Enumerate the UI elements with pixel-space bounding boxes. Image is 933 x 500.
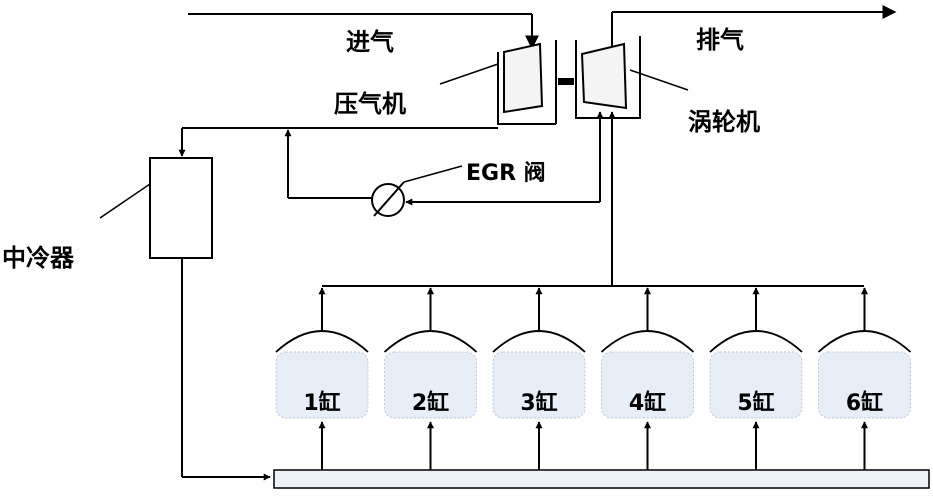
cylinder-label: 5缸	[737, 390, 774, 416]
cylinder-label: 6缸	[846, 390, 883, 416]
cooled-air-line	[181, 258, 271, 481]
compressor-leader	[439, 63, 499, 85]
cylinder-label: 4缸	[629, 390, 666, 416]
intercooler-label: 中冷器	[2, 244, 75, 272]
intake-label: 进气	[346, 28, 394, 56]
cylinder: 2缸	[383, 287, 478, 470]
egr-leader	[403, 165, 463, 183]
compressor	[439, 40, 557, 125]
compressor-label: 压气机	[334, 90, 406, 118]
cylinder-label: 1缸	[303, 390, 340, 416]
cylinder-label: 3缸	[520, 390, 557, 416]
turbine-label: 涡轮机	[688, 108, 760, 136]
turbine	[575, 36, 689, 119]
cylinder: 4缸	[600, 287, 695, 470]
intake-manifold	[273, 469, 930, 489]
turbo-shaft	[558, 78, 574, 85]
intercooler	[99, 157, 213, 259]
egr-loop	[284, 129, 600, 206]
cylinder: 6缸	[817, 287, 912, 470]
exhaust-manifold-pipes	[322, 111, 864, 287]
cylinder: 5缸	[709, 287, 803, 470]
cylinder: 3缸	[492, 287, 586, 470]
cylinder: 1缸	[275, 287, 369, 470]
charge-air-line	[178, 127, 498, 157]
egr-valve-label: EGR 阀	[466, 161, 546, 186]
exhaust-label: 排气	[696, 26, 744, 54]
egr-valve	[371, 165, 463, 217]
cylinder-label: 2缸	[412, 390, 449, 416]
intercooler-leader	[99, 183, 151, 219]
turbine-leader	[629, 69, 689, 91]
cylinder-bank: 1缸 2缸 3缸 4缸 5缸 6缸	[275, 287, 912, 470]
intake-line	[188, 13, 539, 50]
exhaust-line	[611, 5, 897, 48]
